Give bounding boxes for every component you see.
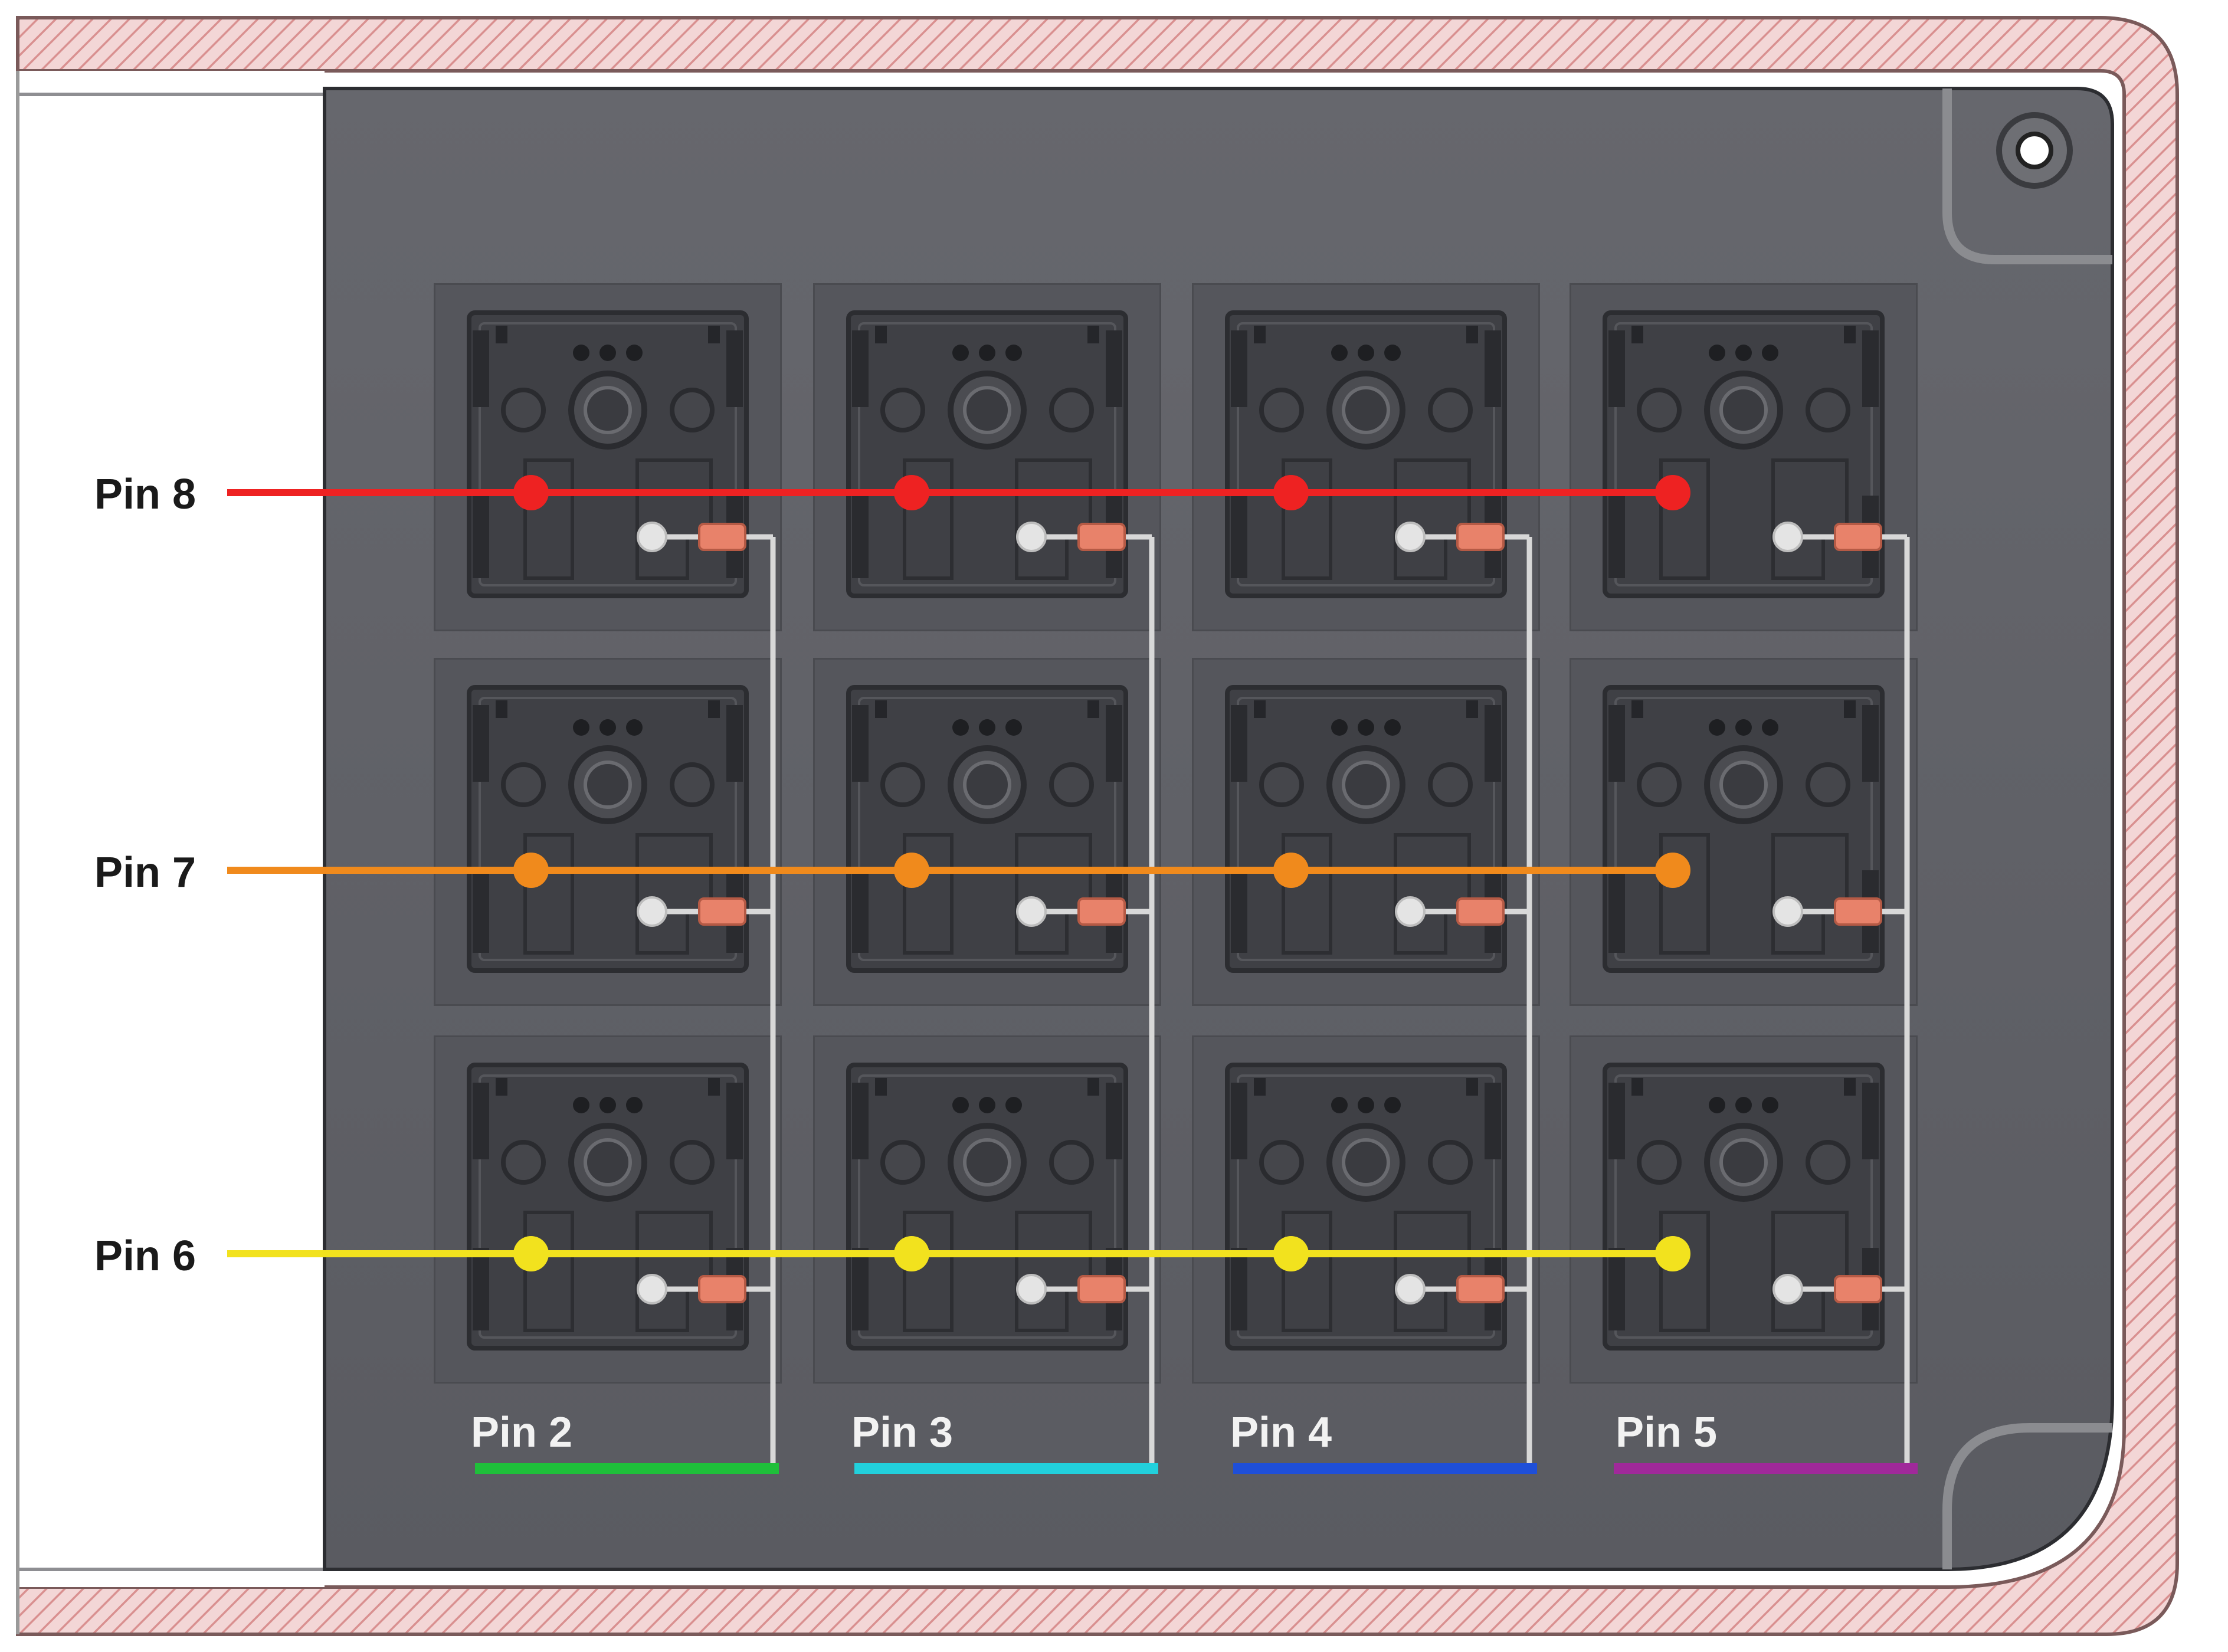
column-bar-3 xyxy=(1233,1463,1537,1474)
diode-pad xyxy=(1016,1274,1047,1304)
row-label-pin-7: Pin 7 xyxy=(94,849,196,896)
diode-pad xyxy=(1772,896,1803,927)
switch-r1-c1 xyxy=(434,283,782,631)
switch-r3-c3 xyxy=(1192,1035,1540,1384)
diode-body xyxy=(1456,897,1505,926)
row-junction-r1-c2 xyxy=(894,475,929,510)
column-bar-4 xyxy=(1614,1463,1918,1474)
diode-pad xyxy=(1395,1274,1426,1304)
diode-body xyxy=(1456,523,1505,551)
switch-r3-c1 xyxy=(434,1035,782,1384)
row-label-pin-6: Pin 6 xyxy=(94,1233,196,1280)
case-walls xyxy=(16,16,2179,1636)
column-label-pin-5: Pin 5 xyxy=(1616,1409,1717,1456)
diode-body xyxy=(698,523,746,551)
diode-pad xyxy=(1016,522,1047,552)
row-junction-r1-c1 xyxy=(513,475,549,510)
switch-r2-c2 xyxy=(813,658,1161,1006)
row-junction-r3-c4 xyxy=(1655,1236,1690,1271)
row-junction-r2-c2 xyxy=(894,853,929,888)
row-wires xyxy=(227,475,1690,1271)
row-junction-r2-c4 xyxy=(1655,853,1690,888)
switch-r1-c4 xyxy=(1570,283,1918,631)
diode-pad xyxy=(637,522,667,552)
column-color-bars xyxy=(475,1463,1918,1474)
diode-body xyxy=(1077,897,1126,926)
diode-pad xyxy=(1772,522,1803,552)
diode-body xyxy=(1456,1275,1505,1303)
diode-pad xyxy=(1395,522,1426,552)
row-junction-r3-c2 xyxy=(894,1236,929,1271)
row-junction-r3-c1 xyxy=(513,1236,549,1271)
diode-pad xyxy=(637,1274,667,1304)
row-junction-r3-c3 xyxy=(1273,1236,1309,1271)
column-label-pin-2: Pin 2 xyxy=(471,1409,572,1456)
column-label-pin-4: Pin 4 xyxy=(1230,1409,1332,1456)
switch-r1-c3 xyxy=(1192,283,1540,631)
diode-body xyxy=(1834,523,1882,551)
row-junction-r1-c4 xyxy=(1655,475,1690,510)
row-junction-r1-c3 xyxy=(1273,475,1309,510)
diode-pad xyxy=(637,896,667,927)
column-bar-2 xyxy=(854,1463,1158,1474)
diode-body xyxy=(1077,523,1126,551)
column-wires xyxy=(637,522,1910,1466)
switch-r3-c2 xyxy=(813,1035,1161,1384)
row-junction-r2-c3 xyxy=(1273,853,1309,888)
switch-r2-c1 xyxy=(434,658,782,1006)
diode-pad xyxy=(1016,896,1047,927)
diode-body xyxy=(698,1275,746,1303)
column-label-pin-3: Pin 3 xyxy=(851,1409,953,1456)
diode-pad xyxy=(1395,896,1426,927)
switch-r3-c4 xyxy=(1570,1035,1918,1384)
switch-r2-c4 xyxy=(1570,658,1918,1006)
row-junction-r2-c1 xyxy=(513,853,549,888)
diode-body xyxy=(1834,897,1882,926)
diode-pad xyxy=(1772,1274,1803,1304)
diode-body xyxy=(698,897,746,926)
switch-r2-c3 xyxy=(1192,658,1540,1006)
diode-body xyxy=(1834,1275,1882,1303)
diode-body xyxy=(1077,1275,1126,1303)
column-bar-1 xyxy=(475,1463,779,1474)
row-label-pin-8: Pin 8 xyxy=(94,471,196,518)
switch-r1-c2 xyxy=(813,283,1161,631)
